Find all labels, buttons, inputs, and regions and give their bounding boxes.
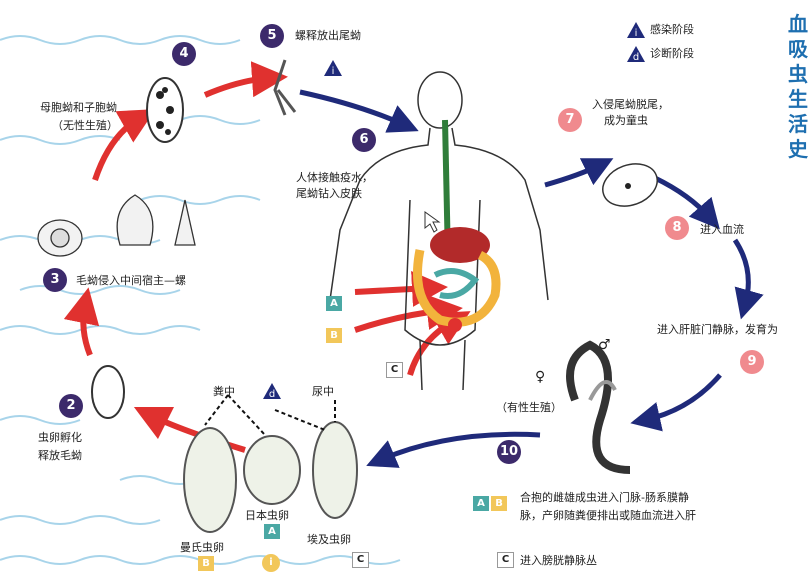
badge-a-step10: A	[473, 496, 489, 511]
step-10-text2: 脉，产卵随粪便排出或随血流进入肝	[520, 508, 696, 523]
step-9-badge: 9	[740, 350, 764, 374]
step-4-text1: 母胞蚴和子胞蚴	[40, 100, 117, 115]
step-8-text: 进入血流	[700, 222, 744, 237]
label-haematobium-egg: 埃及虫卵	[307, 532, 351, 547]
step-6-text2: 尾蚴钻入皮肤	[296, 186, 362, 201]
badge-c-step10: C	[497, 552, 514, 568]
step-4-badge: 4	[172, 42, 196, 66]
legend-infection: 感染阶段	[650, 22, 694, 37]
step-4-text2: （无性生殖）	[52, 118, 118, 133]
adult-worms	[570, 345, 630, 470]
step-5-text: 螺释放出尾蚴	[295, 28, 361, 43]
svg-text:d: d	[633, 52, 639, 62]
label-japonicum-egg: 日本虫卵	[245, 508, 289, 523]
male-symbol: ♂	[598, 338, 611, 353]
diagram-title: 血吸虫生活史	[786, 12, 810, 162]
organs	[418, 120, 497, 332]
step-2-badge: 2	[59, 394, 83, 418]
label-urine: 尿中	[312, 384, 334, 399]
step-5-badge: 5	[260, 24, 284, 48]
label-mansoni-egg: 曼氏虫卵	[180, 540, 224, 555]
step-7-text2: 成为童虫	[604, 113, 648, 128]
label-feces: 粪中	[213, 384, 235, 399]
label-sexual-reproduction: （有性生殖）	[496, 400, 562, 415]
badge-c-body: C	[386, 362, 403, 378]
step-8-badge: 8	[665, 216, 689, 240]
svg-text:i: i	[635, 28, 638, 38]
badge-a-body: A	[326, 296, 342, 311]
step-10-text1: 合抱的雌雄成虫进入门脉-肠系膜静	[520, 490, 689, 505]
svg-text:d: d	[269, 389, 275, 399]
legend-diagnosis: 诊断阶段	[650, 46, 694, 61]
diagnosis-triangle-icon: d	[627, 46, 645, 62]
snail-shells	[38, 195, 195, 256]
badge-b-body: B	[326, 328, 342, 343]
label-bladder-plexus: 进入膀胱静脉丛	[520, 553, 597, 568]
step-2-text1: 虫卵孵化	[38, 430, 82, 445]
step-6-text1: 人体接触疫水，	[296, 170, 373, 185]
badge-a-egg: A	[264, 524, 280, 539]
egg-marker: i	[262, 554, 280, 572]
step-7-text1: 入侵尾蚴脱尾，	[592, 97, 669, 112]
cercaria-shape	[275, 60, 295, 115]
cursor-icon	[425, 212, 439, 232]
egg-lines	[205, 395, 335, 435]
badge-b-egg: B	[198, 556, 214, 571]
step-3-text: 毛蚴侵入中间宿主—螺	[76, 273, 186, 288]
human-body	[330, 72, 548, 390]
step-3-badge: 3	[43, 268, 67, 292]
svg-text:i: i	[332, 66, 335, 76]
step-7-badge: 7	[558, 108, 582, 132]
infection-triangle-icon: i	[627, 22, 645, 38]
female-symbol: ♀	[535, 370, 545, 385]
step-2-text2: 释放毛蚴	[38, 448, 82, 463]
miracidium-shape	[92, 366, 124, 418]
step-10-badge: 10	[497, 440, 521, 464]
step-9-text: 进入肝脏门静脉，发育为	[657, 322, 778, 337]
step-6-badge: 6	[352, 128, 376, 152]
badge-c-egg: C	[352, 552, 369, 568]
infection-stage-icon: i	[324, 60, 342, 76]
diagnosis-stage-icon: d	[263, 383, 281, 399]
badge-b-step10: B	[491, 496, 507, 511]
